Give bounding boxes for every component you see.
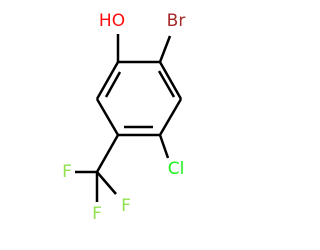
bond-ring-c2-c3 [158,61,183,100]
atom-label-fluorine-bottom: F [92,204,102,224]
structure-canvas: HO Br Cl F F F [62,11,186,224]
atom-label-fluorine-right: F [121,196,131,216]
bond-ring-c6-c1 [95,61,120,100]
bond-cf3-f-right [96,171,117,195]
bond-ring-c5-c6 [95,98,120,136]
bond-c5-cf3 [95,134,120,173]
bond-c2-bromine [158,35,172,63]
atom-label-fluorine-left: F [62,162,72,182]
bond-double-c2-c3 [157,70,176,98]
bond-c4-chlorine [158,134,170,159]
bond-ring-c3-c4 [158,98,183,136]
atom-label-hydroxyl: HO [99,11,125,31]
bond-double-c6-c1 [104,71,122,98]
atom-label-bromine: Br [167,11,186,31]
molecule-drawing: HO Br Cl F F F [62,11,186,224]
atom-label-chlorine: Cl [168,159,185,179]
